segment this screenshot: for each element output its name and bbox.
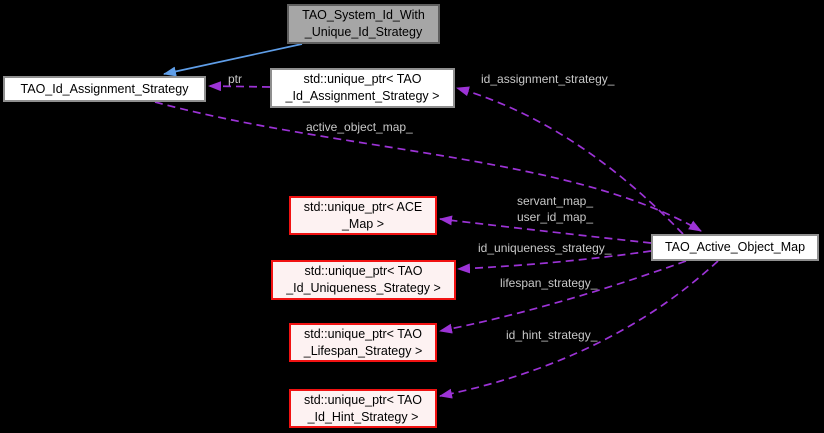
edge-label-ptr: ptr: [228, 72, 243, 86]
node-unique-ptr-tao-id-hint-strategy[interactable]: std::unique_ptr< TAO _Id_Hint_Strategy >: [289, 389, 437, 428]
node-tao-id-assignment-strategy[interactable]: TAO_Id_Assignment_Strategy: [3, 76, 206, 102]
edge-label-servant-map: servant_map_: [516, 194, 594, 208]
node-tao-active-object-map[interactable]: TAO_Active_Object_Map: [651, 234, 819, 261]
edge-inheritance-system-id-to-id-assignment: [163, 43, 303, 77]
node-label: _Id_Assignment_Strategy >: [285, 89, 440, 103]
edge-label-servant-map-user-id-map: servant_map_ user_id_map_: [494, 193, 616, 225]
node-label: TAO_System_Id_With: [302, 8, 425, 22]
edge-label-id-uniqueness-strategy: id_uniqueness_strategy_: [478, 241, 612, 255]
edge-label-lifespan-strategy: lifespan_strategy_: [500, 276, 598, 290]
node-label: std::unique_ptr< TAO: [303, 392, 422, 407]
node-label: TAO_Active_Object_Map: [664, 240, 806, 254]
node-tao-system-id-with-unique-id-strategy[interactable]: TAO_System_Id_With _Unique_Id_Strategy: [287, 4, 440, 44]
node-label: _Unique_Id_Strategy: [304, 25, 423, 39]
edge-id-uniqueness-strategy: [457, 250, 652, 274]
edge-active-object-map: [154, 101, 702, 232]
node-label: TAO_Id_Assignment_Strategy: [20, 81, 189, 96]
edge-ptr: [208, 81, 271, 92]
node-label: std::unique_ptr< TAO: [303, 326, 422, 341]
node-label: _Map >: [341, 216, 385, 231]
node-label: std::unique_ptr< TAO: [303, 72, 422, 86]
edge-lifespan-strategy: [439, 260, 687, 334]
node-label: _Id_Uniqueness_Strategy >: [286, 281, 441, 295]
edge-servant-map-user-id-map: [439, 215, 652, 244]
edge-label-id-assignment-strategy: id_assignment_strategy_: [481, 72, 615, 86]
node-unique-ptr-tao-id-uniqueness-strategy[interactable]: std::unique_ptr< TAO _Id_Uniqueness_Stra…: [271, 260, 456, 300]
edge-id-assignment-strategy: [456, 86, 684, 235]
node-label: std::unique_ptr< ACE: [303, 199, 423, 214]
edge-label-user-id-map: user_id_map_: [516, 210, 594, 224]
node-unique-ptr-ace-map[interactable]: std::unique_ptr< ACE _Map >: [289, 196, 437, 235]
edge-label-id-hint-strategy: id_hint_strategy_: [506, 328, 598, 342]
node-unique-ptr-tao-id-assignment-strategy[interactable]: std::unique_ptr< TAO _Id_Assignment_Stra…: [270, 68, 455, 108]
edge-id-hint-strategy: [439, 260, 719, 399]
node-label: _Lifespan_Strategy >: [303, 343, 423, 358]
node-label: _Id_Hint_Strategy >: [307, 409, 419, 424]
node-unique-ptr-tao-lifespan-strategy[interactable]: std::unique_ptr< TAO _Lifespan_Strategy …: [289, 323, 437, 362]
node-label: std::unique_ptr< TAO: [304, 264, 423, 278]
edge-label-active-object-map: active_object_map_: [306, 120, 413, 134]
